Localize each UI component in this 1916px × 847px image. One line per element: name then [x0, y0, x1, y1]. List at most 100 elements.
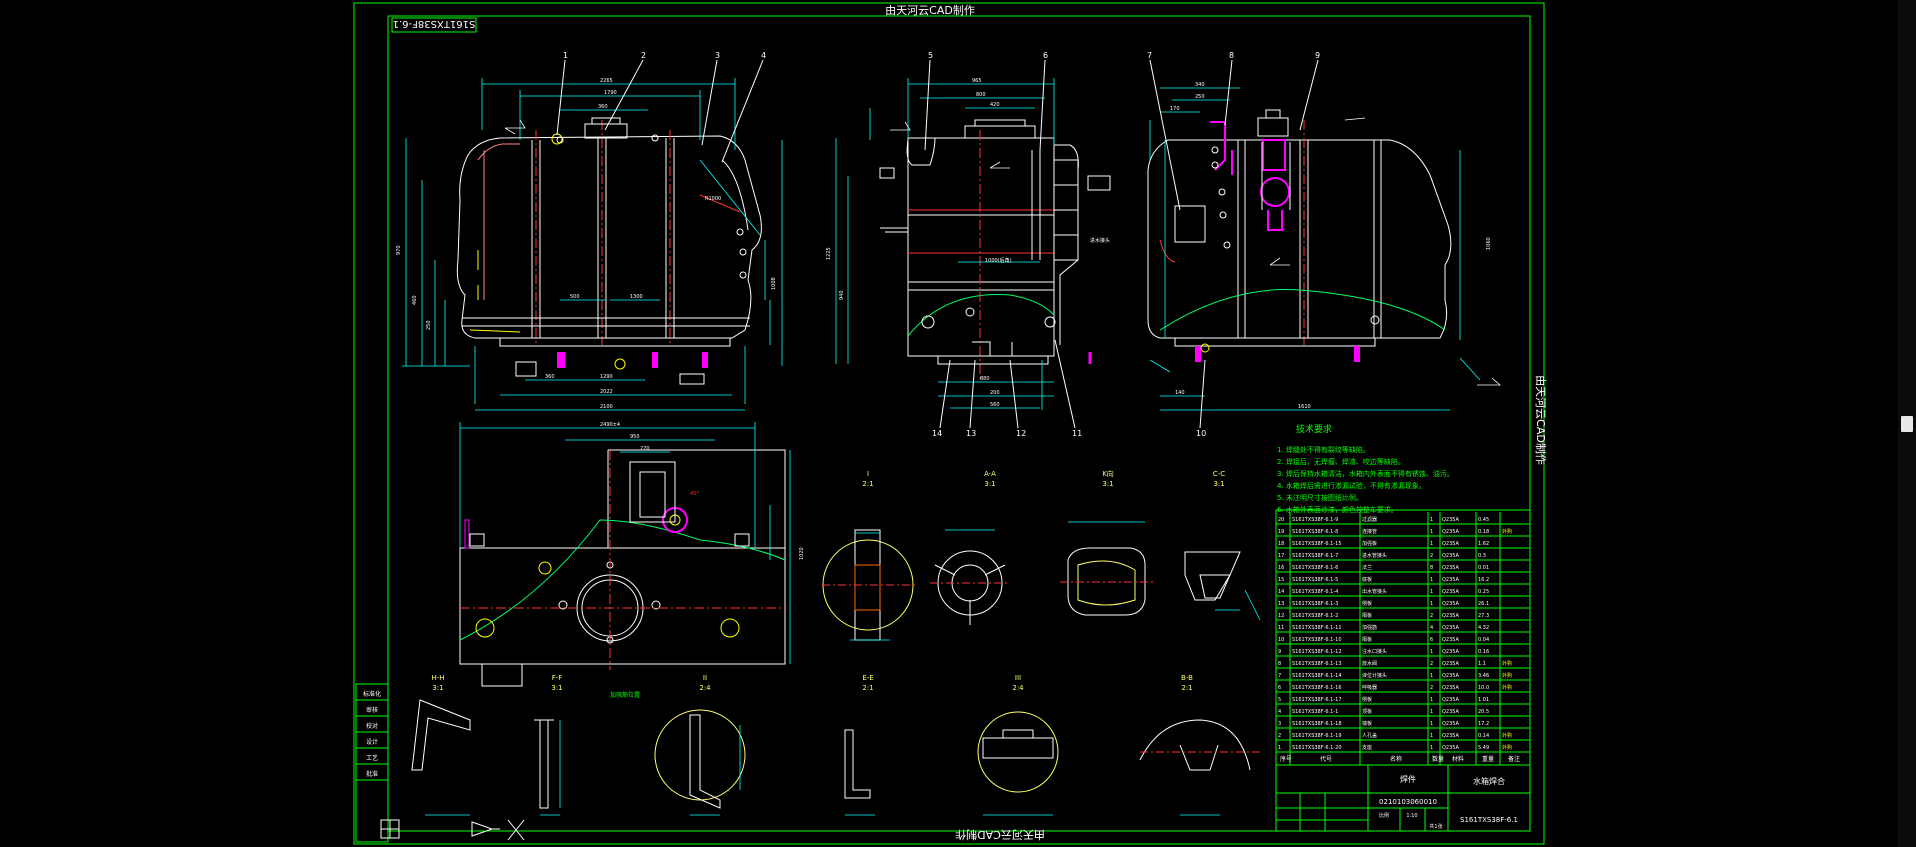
scrollbar-thumb[interactable]: [1901, 416, 1913, 432]
bom-cell: 2: [1430, 661, 1433, 667]
bom-cell: Q235A: [1442, 697, 1459, 703]
bom-cell: 12: [1278, 613, 1284, 619]
part-callout: 1: [563, 51, 568, 60]
bom-cell: S161TXS38F-6.1-10: [1292, 637, 1342, 643]
bom-cell: 2: [1430, 613, 1433, 619]
bom-cell: 1: [1430, 721, 1433, 727]
bom-cell: 外购: [1502, 672, 1512, 679]
part-callout: 8: [1229, 51, 1234, 60]
svg-text:140: 140: [1175, 390, 1185, 396]
bom-cell: S161TXS38F-6.1-14: [1292, 673, 1342, 679]
part-callout: 13: [966, 429, 976, 438]
bom-cell: 1.01: [1478, 697, 1489, 703]
svg-text:II: II: [703, 674, 707, 682]
bom-cell: 1: [1430, 529, 1433, 535]
bom-cell: 连接管: [1362, 528, 1377, 535]
svg-text:800: 800: [976, 92, 986, 98]
svg-text:965: 965: [972, 78, 982, 84]
bom-cell: Q235A: [1442, 565, 1459, 571]
svg-text:3:1: 3:1: [1102, 480, 1113, 488]
bom-cell: 0.01: [1478, 565, 1489, 571]
bom-cell: 1: [1430, 745, 1433, 751]
svg-text:360: 360: [545, 374, 555, 380]
svg-text:360: 360: [598, 104, 608, 110]
part-callout: 6: [1043, 51, 1048, 60]
svg-text:1225: 1225: [826, 247, 832, 260]
drawing-code-box: [391, 17, 477, 33]
part-callout: 14: [932, 429, 942, 438]
sheet-inner-border: [387, 15, 1531, 832]
bom-cell: 外购: [1502, 528, 1512, 535]
vertical-scrollbar[interactable]: [1898, 0, 1916, 847]
part-callout: 4: [761, 51, 766, 60]
bom-cell: 15: [1278, 577, 1284, 583]
part-callout: 7: [1147, 51, 1152, 60]
bom-cell: Q235A: [1442, 529, 1459, 535]
svg-text:2100: 2100: [600, 404, 613, 410]
svg-text:R1000: R1000: [705, 196, 721, 202]
bom-cell: Q235A: [1442, 517, 1459, 523]
svg-text:备注: 备注: [1508, 755, 1520, 763]
bom-cell: 1: [1430, 733, 1433, 739]
bom-cell: 1.62: [1478, 541, 1489, 547]
bom-cell: 3.46: [1478, 673, 1489, 679]
bom-cell: S161TXS38F-6.1-3: [1292, 601, 1338, 607]
bom-cell: S161TXS38F-6.1-15: [1292, 541, 1342, 547]
bom-cell: 19: [1278, 529, 1284, 535]
svg-text:940: 940: [839, 290, 845, 300]
svg-text:1000(后角): 1000(后角): [985, 257, 1012, 264]
svg-text:K向: K向: [1102, 469, 1114, 478]
bom-cell: 6: [1278, 685, 1281, 691]
top-view-note: 加强筋位置: [610, 691, 640, 699]
bom-cell: 0.3: [1478, 553, 1486, 559]
stamp-label: 校对: [366, 722, 378, 730]
bom-cell: 呼吸器: [1362, 684, 1377, 691]
svg-text:270: 270: [640, 446, 650, 452]
bom-cell: 2: [1430, 553, 1433, 559]
section-labels-row1: I2:1 A-A3:1 K向3:1 C-C3:1: [862, 469, 1225, 488]
svg-text:A-A: A-A: [984, 470, 996, 478]
bom-cell: S161TXS38F-6.1-9: [1292, 517, 1338, 523]
bom-cell: Q235A: [1442, 589, 1459, 595]
bom-cell: Q235A: [1442, 661, 1459, 667]
bom-cell: S161TXS38F-6.1-8: [1292, 529, 1338, 535]
svg-text:460: 460: [412, 295, 418, 305]
bom-cell: 人孔盖: [1362, 732, 1377, 739]
front-view: [456, 117, 762, 385]
bom-cell: 1: [1430, 589, 1433, 595]
bom-cell: 4: [1430, 625, 1433, 631]
svg-text:170: 170: [1170, 106, 1180, 112]
bom-cell: Q235A: [1442, 625, 1459, 631]
side-view-dimensions: [835, 78, 1055, 410]
rear-view-callouts: 7 8 9 10: [1147, 51, 1320, 438]
svg-text:2:4: 2:4: [1012, 684, 1024, 692]
bom-cell: 0.04: [1478, 637, 1489, 643]
bom-cell: 顶板: [1362, 708, 1372, 715]
tech-item: 3. 焊后保持水箱清洁，水箱内外表面不得有锈蚀、油污。: [1277, 469, 1454, 478]
svg-text:3:1: 3:1: [1213, 480, 1224, 488]
drawing-code-mirrored: S161TXS38F-6.1: [393, 18, 476, 29]
svg-text:材料: 材料: [1452, 755, 1464, 763]
bom-cell: 1: [1430, 673, 1433, 679]
bom-cell: 底板: [1362, 576, 1372, 583]
bom-cell: S161TXS38F-6.1-16: [1292, 685, 1342, 691]
svg-text:E-E: E-E: [862, 674, 873, 682]
stamp-label: 标准化: [363, 690, 381, 698]
bom-cell: 出水管接头: [1362, 588, 1387, 595]
svg-text:H-H: H-H: [431, 674, 444, 682]
bom-cell: 液位计接头: [1362, 672, 1387, 679]
bom-cell: 2: [1430, 685, 1433, 691]
svg-text:1610: 1610: [1298, 404, 1311, 410]
title-block: 焊件 0210103060010 水箱焊合 S161TXS38F-6.1 比例 …: [1275, 764, 1531, 832]
bom-cell: 外购: [1502, 732, 1512, 739]
bom-cell: 放水阀: [1362, 660, 1377, 667]
bom-cell: 外购: [1502, 744, 1512, 751]
bom-cell: 隔板: [1362, 636, 1372, 643]
bom-cell: 过滤器: [1362, 516, 1377, 523]
svg-text:序号: 序号: [1280, 755, 1292, 763]
